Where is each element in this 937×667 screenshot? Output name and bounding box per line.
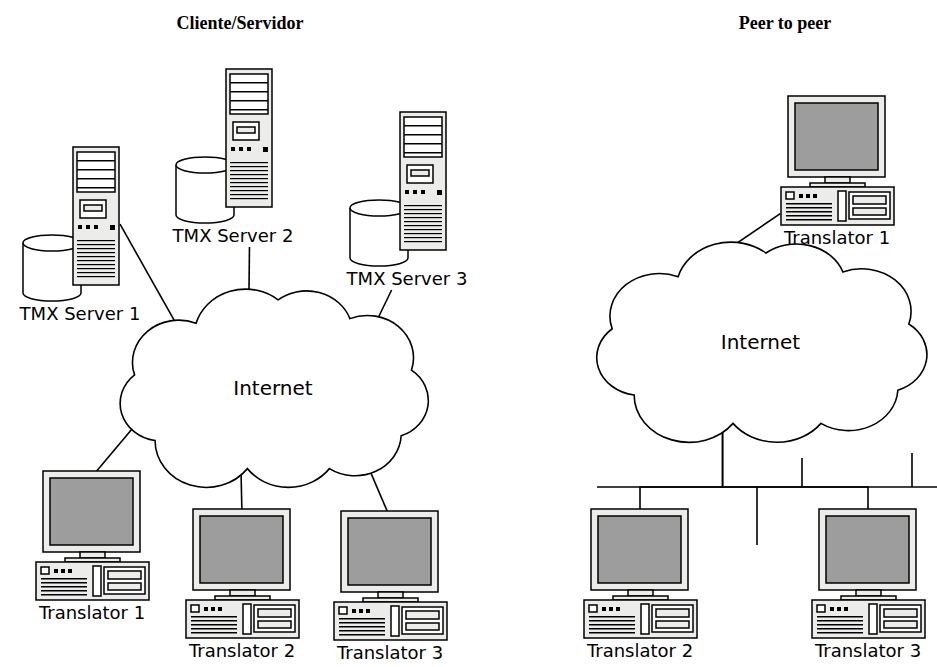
- computer-icon: [780, 95, 895, 227]
- computer-node: Translator 3: [323, 510, 457, 664]
- bus-line: [597, 486, 937, 488]
- node-label: Translator 2: [573, 640, 707, 662]
- bus-stub: [756, 487, 758, 545]
- server-node: TMX Server 2: [156, 67, 310, 247]
- node-label: Translator 3: [801, 640, 935, 662]
- node-label: TMX Server 1: [3, 303, 157, 325]
- node-label: Translator 2: [175, 640, 309, 662]
- server-icon: [5, 145, 155, 303]
- computer-node: Translator 1: [25, 470, 159, 624]
- panel-heading: Peer to peer: [739, 13, 832, 34]
- internet-cloud: Internet: [588, 236, 933, 448]
- computer-icon: [811, 508, 926, 640]
- cloud-label: Internet: [233, 376, 312, 400]
- node-label: TMX Server 3: [330, 268, 484, 290]
- node-label: TMX Server 2: [156, 225, 310, 247]
- computer-icon: [35, 470, 150, 602]
- node-label: Translator 1: [25, 602, 159, 624]
- server-icon: [332, 110, 482, 268]
- computer-icon: [583, 508, 698, 640]
- computer-node: Translator 2: [573, 508, 707, 662]
- server-node: TMX Server 1: [3, 145, 157, 325]
- node-label: Translator 3: [323, 642, 457, 664]
- computer-node: Translator 1: [770, 95, 904, 249]
- server-node: TMX Server 3: [330, 110, 484, 290]
- cloud-label: Internet: [721, 330, 800, 354]
- panel-heading: Cliente/Servidor: [177, 13, 304, 34]
- computer-node: Translator 2: [175, 508, 309, 662]
- computer-icon: [185, 508, 300, 640]
- bus-stub: [911, 453, 913, 487]
- computer-node: Translator 3: [801, 508, 935, 662]
- bus-stub: [801, 458, 803, 487]
- computer-icon: [333, 510, 448, 642]
- internet-cloud: Internet: [112, 283, 434, 493]
- server-icon: [158, 67, 308, 225]
